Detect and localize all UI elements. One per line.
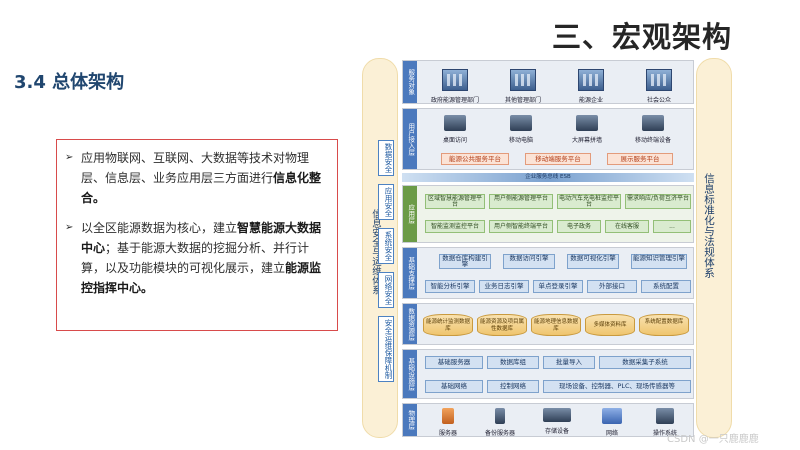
- app-box: 电子政务: [557, 220, 601, 233]
- app-box: 区域智慧能源管理平台: [425, 194, 485, 209]
- engine-box: 外部接口: [587, 280, 637, 293]
- device-desktop: 桌面访问: [429, 115, 481, 144]
- app-box: 用户侧智能终端平台: [489, 220, 553, 233]
- building-icon: [510, 69, 536, 91]
- engine-box: 智能分析引擎: [425, 280, 475, 293]
- layer-users: 服务对象 政府能源管理部门 其他管理部门 能源企业 社会公众: [402, 60, 694, 104]
- phys-network: 网络: [587, 408, 637, 437]
- desktop-icon: [444, 115, 466, 131]
- infra-box: 控制网络: [487, 380, 539, 393]
- platform-display: 展示服务平台: [607, 153, 673, 165]
- watermark: CSDN @一只鹿鹿鹿: [667, 434, 759, 445]
- app-box: ...: [653, 220, 691, 233]
- engine-box: 系统配置: [641, 280, 691, 293]
- app-box: 用户侧能源管理平台: [489, 194, 553, 209]
- layer-support: 基础支撑层 数据仓库构建引擎 数据访问引擎 数据可视化引擎 能源知识管理引擎 智…: [402, 247, 694, 299]
- security-tag: 系统安全: [378, 228, 394, 264]
- phys-backup: 备份服务器: [473, 408, 527, 437]
- network-icon: [602, 408, 622, 424]
- infra-box: 基础网络: [425, 380, 483, 393]
- app-box: 在线客服: [605, 220, 649, 233]
- database-cylinder: 系统配置数据库: [639, 314, 689, 336]
- layer-application: 应用层 区域智慧能源管理平台 用户侧能源管理平台 电动汽车充电桩监控平台 需求响…: [402, 185, 694, 243]
- building-icon: [578, 69, 604, 91]
- user-other: 其他管理部门: [497, 69, 549, 104]
- layer-access: 用户接入层 桌面访问 移动电脑 大屏幕拼墙 移动终端设备 能源公共服务平台 移动…: [402, 108, 694, 170]
- os-icon: [656, 408, 674, 424]
- platform-mobile: 移动端服务平台: [525, 153, 591, 165]
- app-box: 电动汽车充电桩监控平台: [557, 194, 621, 209]
- security-tag: 数据安全: [378, 140, 394, 176]
- database-cylinder: 能源地理信息数据库: [531, 314, 581, 336]
- platform-public: 能源公共服务平台: [441, 153, 509, 165]
- security-tag: 网络安全: [378, 272, 394, 308]
- layer-infrastructure: 基础设施层 基础服务器 数据库组 批量导入 数据采集子系统 基础网络 控制网络 …: [402, 349, 694, 399]
- bullet-item: ➢ 应用物联网、互联网、大数据等技术对物理层、信息层、业务应用层三方面进行信息化…: [65, 148, 327, 208]
- bullet-arrow-icon: ➢: [65, 222, 74, 233]
- mobile-icon: [642, 115, 664, 131]
- user-enterprise: 能源企业: [565, 69, 617, 104]
- standards-system-pill: 信息标准化与法规体系: [696, 58, 732, 438]
- app-box: 智能监测监控平台: [425, 220, 485, 233]
- user-gov: 政府能源管理部门: [429, 69, 481, 104]
- slide-title: 三、宏观架构: [552, 20, 733, 54]
- app-box: 需求响应/负荷互济平台: [625, 194, 691, 209]
- layer-stack: 服务对象 政府能源管理部门 其他管理部门 能源企业 社会公众 用户接入层 桌面访…: [402, 58, 694, 438]
- engine-box: 能源知识管理引擎: [631, 254, 687, 269]
- security-tags: 数据安全 应用安全 系统安全 网络安全 安全运维保障机制: [378, 140, 396, 390]
- storage-icon: [543, 408, 571, 422]
- layer-physical: 物理层 服务器 备份服务器 存储设备 网络 操作系统: [402, 403, 694, 437]
- section-title: 3.4 总体架构: [14, 72, 125, 93]
- database-cylinder: 能源资源及项目属性数据库: [477, 314, 527, 336]
- people-icon: [646, 69, 672, 91]
- user-public: 社会公众: [633, 69, 685, 104]
- backup-server-icon: [495, 408, 505, 424]
- database-cylinder: 多媒体资料库: [585, 314, 635, 336]
- device-videowall: 大屏幕拼墙: [561, 115, 613, 144]
- infra-box: 数据采集子系统: [599, 356, 691, 369]
- bullet-text: 以全区能源数据为核心，建立智慧能源大数据中心；基于能源大数据的挖掘分析、并行计算…: [81, 221, 322, 295]
- security-tag: 安全运维保障机制: [378, 316, 394, 382]
- engine-box: 数据可视化引擎: [567, 254, 619, 269]
- engine-box: 业务日志引擎: [479, 280, 529, 293]
- laptop-icon: [510, 115, 532, 131]
- engine-box: 数据仓库构建引擎: [439, 254, 491, 269]
- architecture-diagram: 信息安全与运维体系 数据安全 应用安全 系统安全 网络安全 安全运维保障机制 信…: [362, 58, 732, 438]
- bullet-text: 应用物联网、互联网、大数据等技术对物理层、信息层、业务应用层三方面进行信息化整合…: [81, 151, 322, 205]
- phys-os: 操作系统: [639, 408, 691, 437]
- service-bus: 企业服务总线 ESB: [402, 173, 694, 182]
- screen-wall-icon: [576, 115, 598, 131]
- device-mobile: 移动终端设备: [627, 115, 679, 144]
- content-box: ➢ 应用物联网、互联网、大数据等技术对物理层、信息层、业务应用层三方面进行信息化…: [56, 139, 338, 331]
- infra-box: 现场设备、控制器、PLC、现场传感器等: [543, 380, 691, 393]
- server-icon: [442, 408, 454, 424]
- device-laptop: 移动电脑: [495, 115, 547, 144]
- infra-box: 数据库组: [487, 356, 539, 369]
- engine-box: 单点登录引擎: [533, 280, 583, 293]
- bullet-arrow-icon: ➢: [65, 152, 74, 163]
- database-cylinder: 能源统计监测数据库: [423, 314, 473, 336]
- infra-box: 基础服务器: [425, 356, 483, 369]
- security-tag: 应用安全: [378, 184, 394, 220]
- phys-storage: 存储设备: [529, 408, 585, 435]
- building-icon: [442, 69, 468, 91]
- engine-box: 数据访问引擎: [503, 254, 555, 269]
- phys-server: 服务器: [423, 408, 473, 437]
- layer-data: 数据资源层 能源统计监测数据库 能源资源及项目属性数据库 能源地理信息数据库 多…: [402, 303, 694, 345]
- bullet-item: ➢ 以全区能源数据为核心，建立智慧能源大数据中心；基于能源大数据的挖掘分析、并行…: [65, 218, 327, 298]
- infra-box: 批量导入: [543, 356, 595, 369]
